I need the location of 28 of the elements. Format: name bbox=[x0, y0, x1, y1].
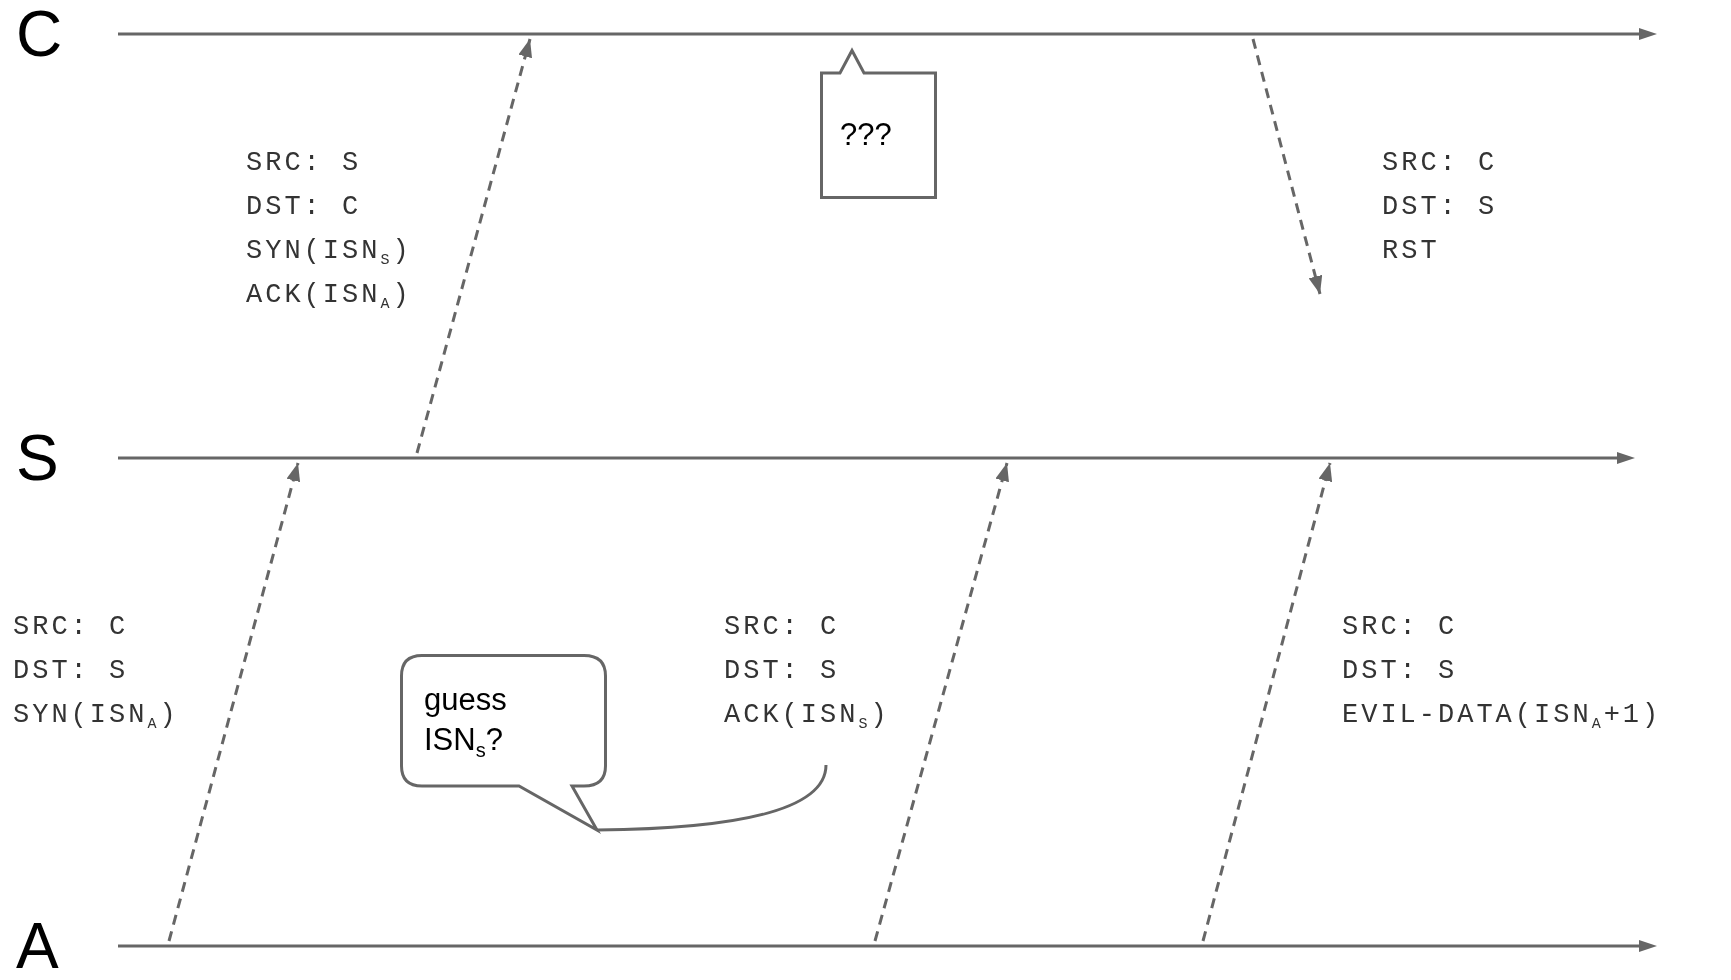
message-text: RST bbox=[1382, 235, 1440, 268]
message-text: DST: S bbox=[1382, 191, 1498, 224]
lifeline-label: S bbox=[16, 424, 59, 492]
message-text: SRC: C bbox=[724, 611, 840, 644]
message-text: DST: S bbox=[724, 655, 840, 688]
message-arrow bbox=[873, 462, 1009, 942]
message-text: SRC: C bbox=[1342, 611, 1458, 644]
message-text: SYN(ISN$_{A}$) bbox=[13, 699, 179, 732]
lifeline-label: A bbox=[16, 912, 59, 980]
message-text: SYN(ISN$_{S}$) bbox=[246, 235, 412, 268]
callout-text: ??? bbox=[840, 117, 892, 153]
callout-box bbox=[820, 49, 937, 199]
message-text: EVIL-DATA(ISN$_{A}$+1) bbox=[1342, 699, 1662, 732]
message-arrow bbox=[415, 38, 532, 454]
message-text: ACK(ISN$_{A}$) bbox=[246, 279, 412, 312]
message-text: DST: S bbox=[1342, 655, 1458, 688]
message-text: DST: C bbox=[246, 191, 362, 224]
callout-text: guess ISN$_{s}$? bbox=[424, 681, 508, 760]
message-arrow bbox=[167, 462, 301, 942]
message-arrow bbox=[1251, 38, 1323, 295]
message-text: ACK(ISN$_{S}$) bbox=[724, 699, 890, 732]
lifeline-label: C bbox=[16, 0, 63, 68]
message-text: SRC: C bbox=[1382, 147, 1498, 180]
speech-bubble bbox=[400, 654, 607, 832]
message-text: SRC: C bbox=[13, 611, 129, 644]
message-text: SRC: S bbox=[246, 147, 362, 180]
message-text: DST: S bbox=[13, 655, 129, 688]
message-arrow bbox=[1201, 462, 1333, 942]
